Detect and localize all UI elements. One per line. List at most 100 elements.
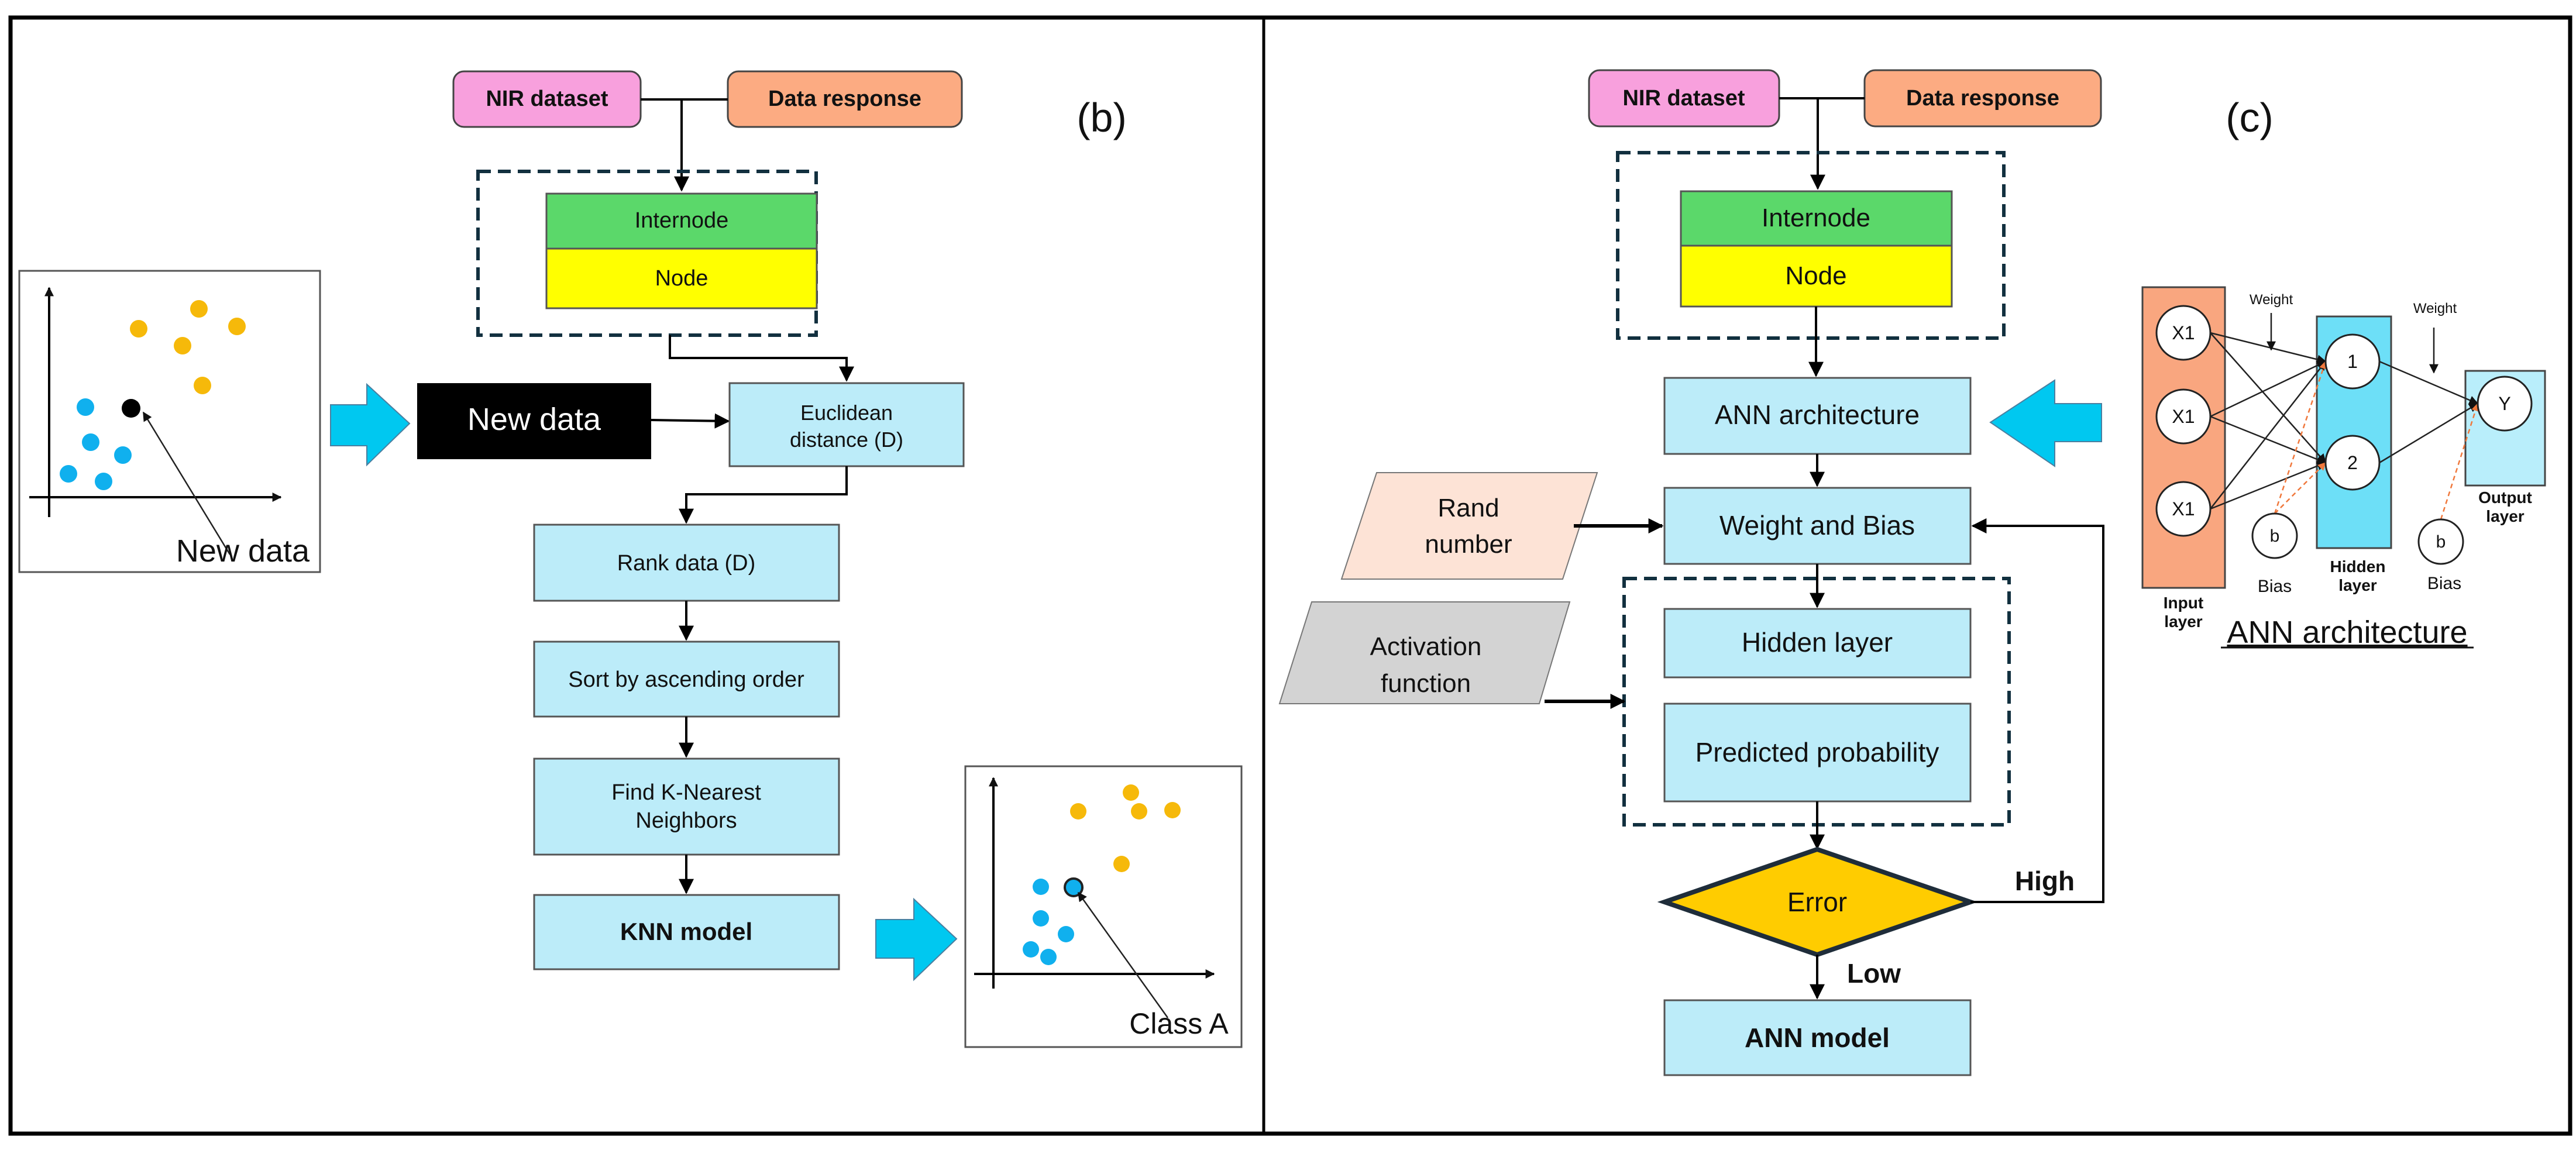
output-neuron (2477, 376, 2533, 432)
b-rank-label: Rank data (D) (617, 551, 756, 576)
input-layer-caption-1: Input (2164, 594, 2203, 612)
c-data-response-label: Data response (1906, 86, 2059, 111)
b-big-arrow-input-icon (330, 383, 411, 467)
b-euclidean-label-1: Euclidean (800, 401, 893, 425)
c-error-label: Error (1787, 887, 1847, 917)
yellow-point (174, 337, 191, 354)
yellow-point (1070, 803, 1086, 820)
classified-point (1064, 877, 1084, 897)
b-output-plot-frame (964, 765, 1243, 1048)
new-data-point (122, 399, 140, 418)
b-rank-box (533, 524, 840, 602)
figure-frame (8, 15, 2572, 1136)
c-high-label: High (2015, 866, 2075, 896)
input-neuron-2 (2155, 388, 2212, 445)
b-arrow-to-euclidean (669, 335, 854, 382)
bias-edge (2274, 360, 2327, 514)
weight-edge (2210, 360, 2326, 509)
blue-point (1040, 949, 1057, 965)
c-node-label: Node (1785, 261, 1846, 290)
panel-c-label: (c) (2226, 95, 2274, 140)
weight-edge (2210, 360, 2327, 418)
c-rand-label-2: number (1425, 530, 1512, 559)
weight-edge (2210, 415, 2327, 464)
yellow-point (1123, 784, 1139, 801)
yellow-point (194, 377, 211, 394)
c-activation-label-2: function (1381, 669, 1471, 698)
b-sort-box (533, 641, 840, 718)
b-find-label-2: Neighbors (635, 808, 737, 833)
output-layer-caption-2: layer (2486, 507, 2524, 525)
blue-point (1023, 941, 1039, 958)
b-nir-dataset-label: NIR dataset (486, 87, 608, 111)
c-high-feedback-arrow (1970, 518, 2104, 903)
bias-neuron-2 (2417, 518, 2464, 565)
bias-neuron-1 (2251, 512, 2298, 559)
blue-point (82, 433, 99, 451)
yellow-point (190, 300, 208, 318)
b-input-pointer-arrow (142, 411, 231, 555)
yellow-point (228, 318, 246, 335)
b-input-scatter-plot: New data (18, 270, 321, 573)
panel-b-label: (b) (1077, 95, 1127, 140)
input-neuron-2-label: X1 (2172, 406, 2195, 427)
blue-point (60, 465, 77, 483)
hidden-neuron-2 (2324, 435, 2381, 491)
weight-edge (2379, 402, 2479, 464)
b-arrow-to-rank (679, 466, 848, 524)
ann-architecture-title: ANN architecture (2227, 615, 2467, 650)
b-node-label: Node (655, 266, 709, 291)
c-ann-architecture-label: ANN architecture (1715, 400, 1920, 430)
blue-point (95, 473, 112, 490)
bias-caption-2: Bias (2427, 574, 2461, 593)
hidden-layer-caption-2: layer (2338, 576, 2376, 594)
b-data-response-label: Data response (768, 87, 921, 111)
blue-point (1033, 910, 1049, 927)
b-internode-box (545, 192, 818, 250)
b-output-scatter-plot: Class A (964, 765, 1243, 1048)
b-sort-label: Sort by ascending order (568, 667, 804, 692)
weight-edge (2210, 332, 2327, 464)
b-find-label-1: Find K-Nearest (611, 780, 761, 805)
weight-label-1: Weight (2250, 292, 2293, 308)
weight-edge (2210, 332, 2327, 364)
c-big-arrow-icon (1989, 379, 2102, 467)
b-arrow-newdata-to-euclidean (651, 413, 730, 429)
c-low-label: Low (1847, 958, 1901, 989)
output-neuron-label: Y (2498, 393, 2510, 414)
b-internode-label: Internode (635, 208, 729, 233)
b-node-box (545, 247, 818, 309)
bias-edge (2440, 402, 2479, 520)
c-ann-model-box (1663, 999, 1972, 1076)
input-neuron-1-label: X1 (2172, 322, 2195, 343)
bias-neuron-2-label: b (2436, 532, 2446, 552)
c-activation-function-box (1278, 601, 1571, 704)
b-knn-model-box (533, 894, 840, 970)
bias-edge (2274, 462, 2326, 514)
b-big-arrow-output-icon (875, 897, 958, 982)
b-new-data-box (417, 383, 651, 459)
c-dashed-group-top (1616, 151, 2006, 340)
b-euclidean-box (728, 382, 965, 467)
panel-c: (c) NIR dataset Data response Internode … (1278, 69, 2274, 1076)
c-hidden-layer-label: Hidden layer (1742, 627, 1893, 657)
c-activation-label-1: Activation (1370, 632, 1482, 661)
weight-label-2: Weight (2413, 301, 2457, 316)
c-ann-architecture-box (1663, 377, 1972, 455)
b-input-plot-frame (18, 270, 321, 573)
input-neuron-3-label: X1 (2172, 498, 2195, 519)
weight-edge (2379, 360, 2479, 405)
hidden-neuron-2-label: 2 (2347, 452, 2358, 473)
blue-point (1058, 926, 1074, 942)
ann-architecture-diagram: Weight Weight X1 X1 X1 1 2 Y b b Bias Bi… (2141, 286, 2546, 650)
b-knn-model-label: KNN model (620, 918, 752, 945)
c-nir-dataset-label: NIR dataset (1622, 86, 1745, 111)
c-internode-box (1680, 190, 1953, 247)
b-find-box (533, 758, 840, 856)
hidden-neuron-1 (2324, 333, 2381, 390)
blue-point (1033, 879, 1049, 895)
yellow-point (1113, 856, 1130, 872)
hidden-neuron-1-label: 1 (2347, 351, 2358, 372)
c-predicted-probability-label: Predicted probability (1695, 737, 1939, 767)
c-rand-label-1: Rand (1437, 494, 1499, 522)
